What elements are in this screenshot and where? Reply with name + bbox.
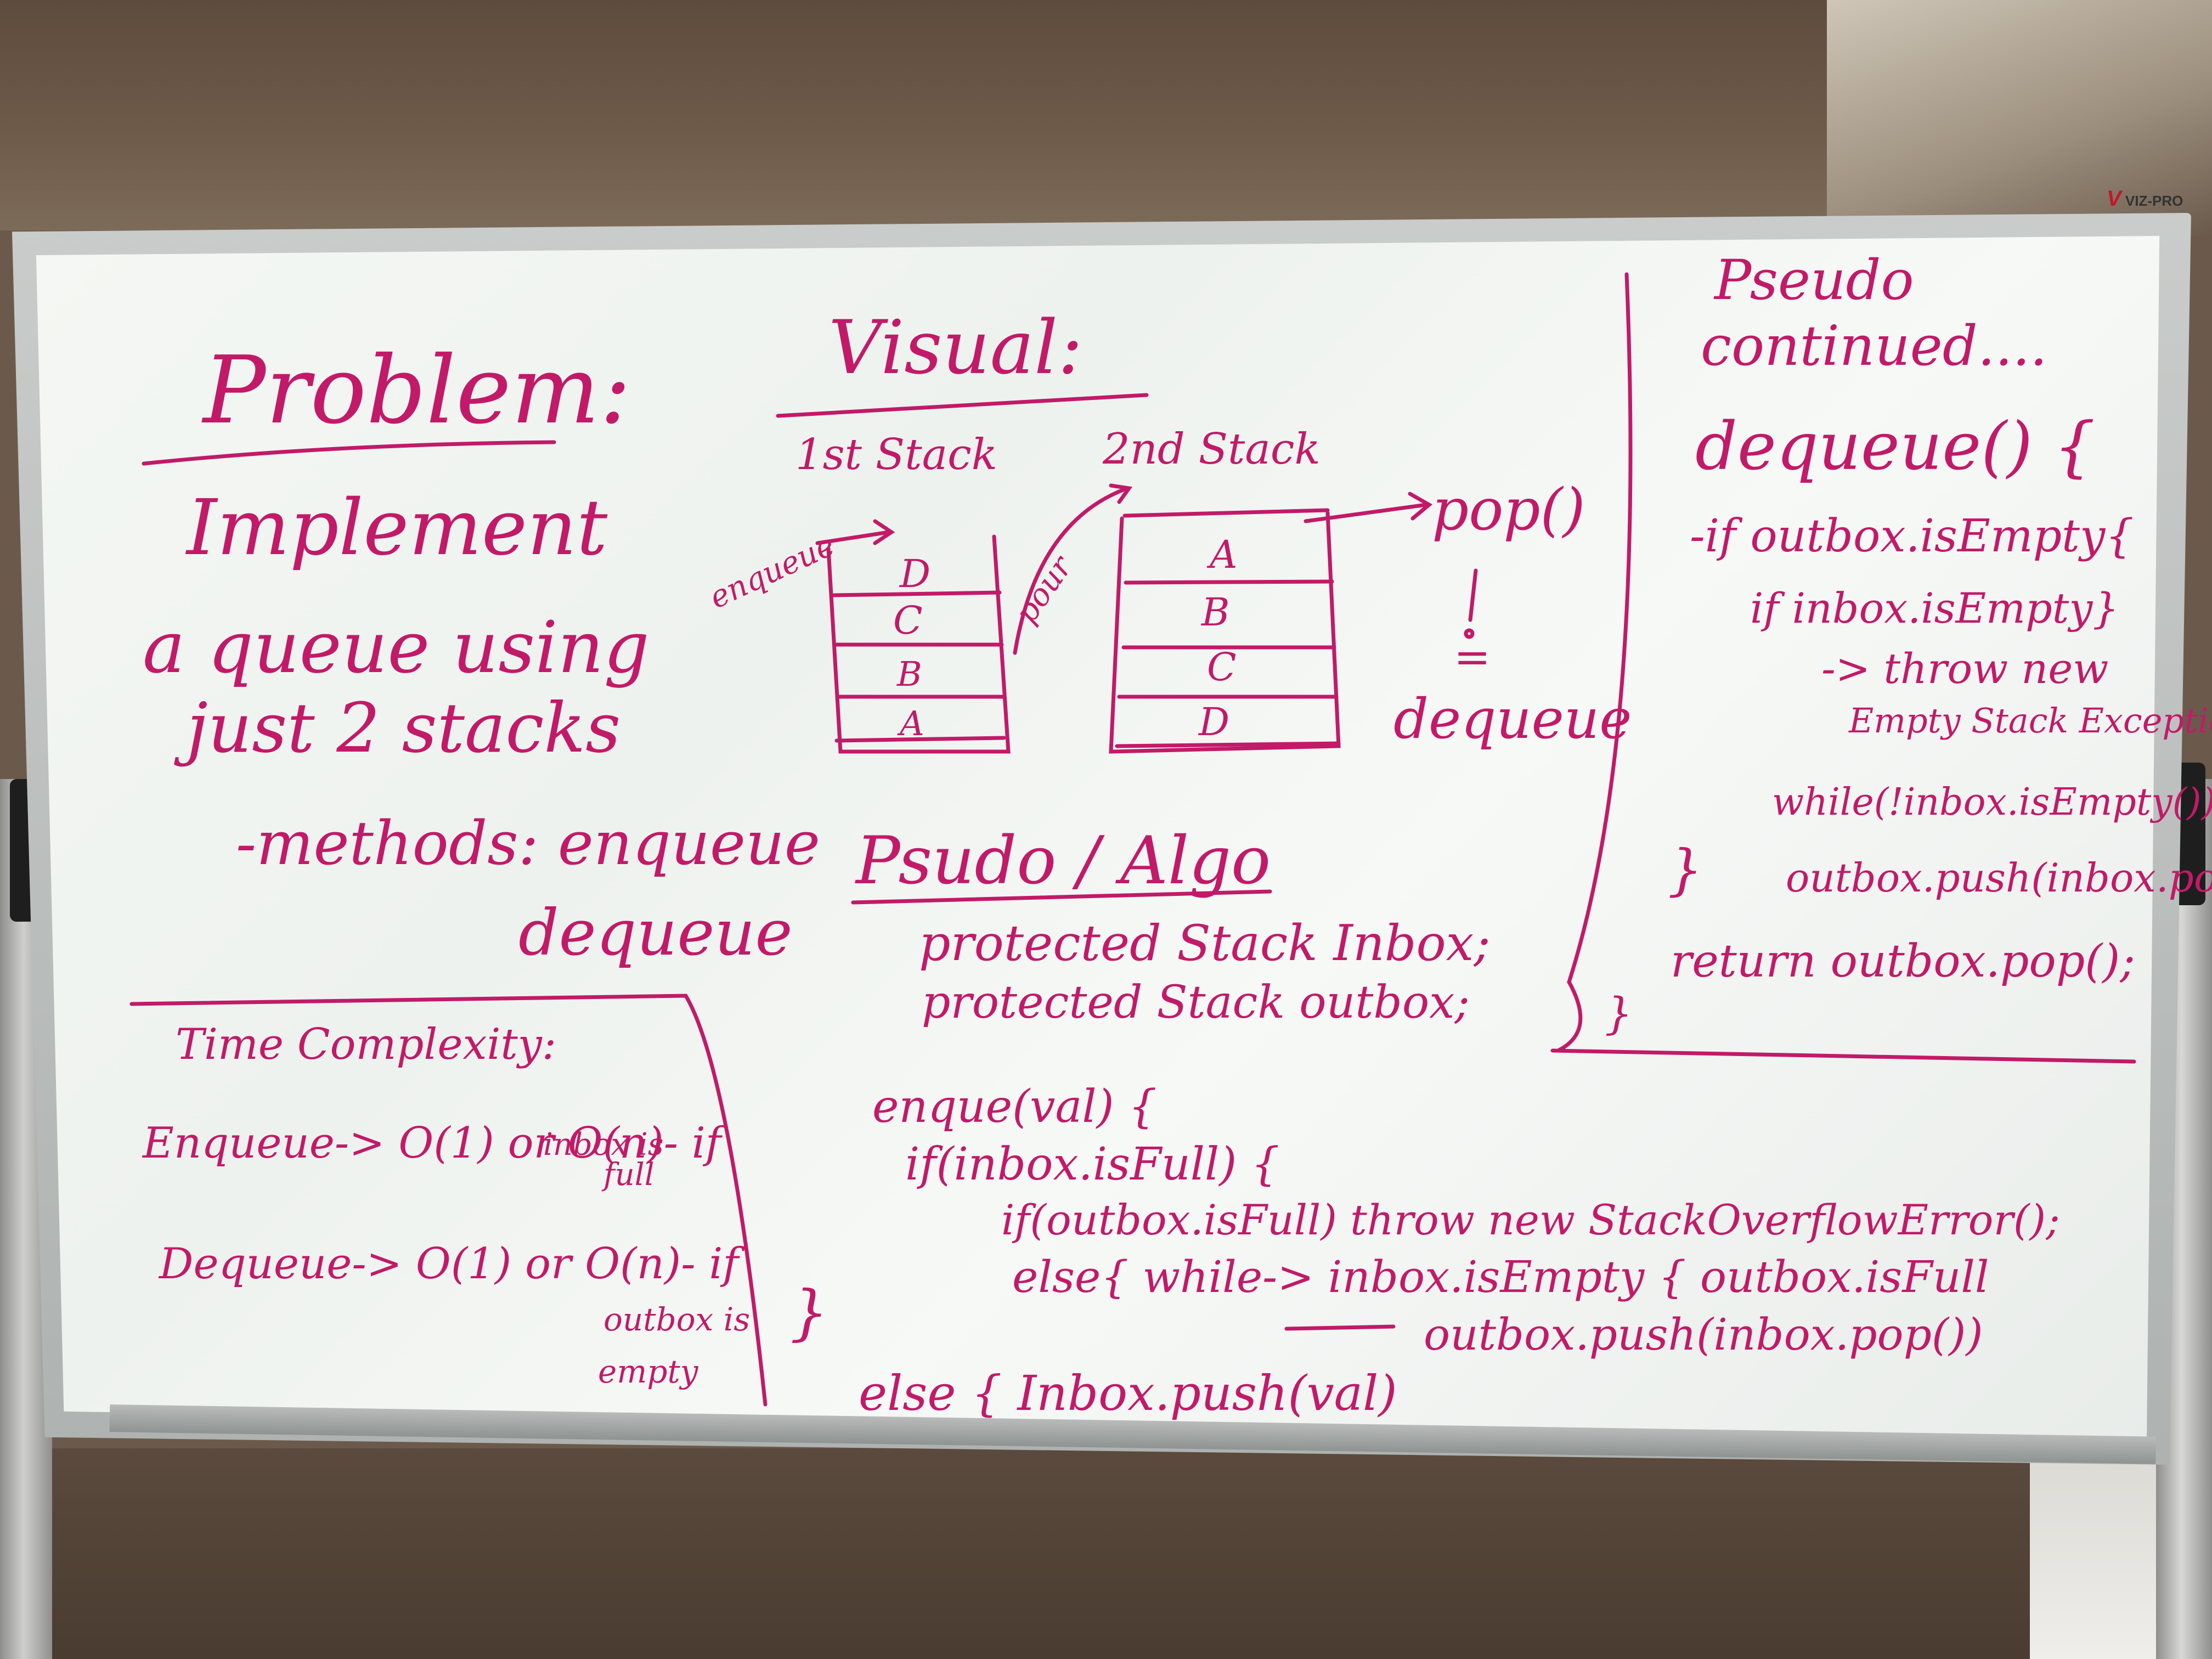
pseudo-continued-line-5: Empty Stack Exception [1848, 701, 2212, 741]
stack1-cell-2: C [893, 598, 923, 643]
pseudo-continued-line-4: -> throw new [1821, 644, 2108, 693]
pseudo-continued-line-8: outbox.push(inbox.pop) [1786, 855, 2212, 901]
stack1-label: 1st Stack [795, 430, 997, 479]
pseudo-line-2: protected Stack outbox; [922, 977, 1470, 1029]
whiteboard-surface [36, 236, 2160, 1443]
problem-underline [142, 440, 556, 466]
stack2-cell-4: D [1198, 699, 1229, 744]
time-complexity-enqueue-note-1: inbox is [543, 1127, 664, 1163]
stack2-cell-2: B [1200, 590, 1229, 635]
enqueue-arrow-label: enqueue [704, 527, 840, 616]
brand-name: VIZ-PRO [2125, 193, 2183, 209]
pour-arrow [1013, 483, 1133, 655]
pop-label: pop() [1432, 476, 1585, 543]
stack1-cell-3: B [896, 654, 922, 694]
problem-line-2: a queue using [143, 606, 650, 689]
pseudo-continued-line-1: dequeue() { [1695, 409, 2095, 485]
time-complexity-dequeue-note-2: empty [598, 1353, 699, 1390]
stack1-drawing [826, 534, 1011, 754]
visual-underline [776, 393, 1149, 418]
exclamation-dot [1464, 628, 1475, 639]
push-underline [1284, 1324, 1396, 1331]
pseudo-continued-line-9: return outbox.pop(); [1671, 935, 2135, 988]
problem-methods-second: dequeue [518, 896, 793, 970]
stack1-cell-4: A [897, 703, 924, 743]
time-complexity-dequeue-note-1: outbox is [603, 1301, 750, 1338]
pseudo-line-3: enque(val) { [872, 1081, 1157, 1133]
pseudo-continued-line-3: if inbox.isEmpty} [1750, 584, 2119, 633]
stack2-cell-1: A [1206, 532, 1238, 577]
problem-line-1: Implement [185, 483, 608, 573]
problem-title: Problem: [201, 336, 631, 445]
continued-bracket [1550, 272, 2136, 1064]
pseudo-line-4: if(inbox.isFull) { [905, 1138, 1279, 1190]
pseudo-line-1: protected Stack Inbox; [919, 915, 1491, 972]
enqueue-arrow [815, 519, 895, 545]
pseudo-line-5: if(outbox.isFull) throw new StackOverflo… [1001, 1195, 2060, 1244]
pseudo-title: Psudo / Algo [855, 823, 1271, 899]
visual-title: Visual: [828, 304, 1083, 391]
pseudo-line-9: else { Inbox.push(val) [859, 1365, 1397, 1421]
brand-logo-mark: V [2107, 187, 2121, 211]
time-complexity-box [129, 994, 768, 1407]
pseudo-line-7: outbox.push(inbox.pop()) [1424, 1309, 1983, 1360]
time-complexity-enqueue-note-2: full [601, 1157, 654, 1193]
problem-methods: -methods: enqueue [236, 808, 820, 878]
stack2-label: 2nd Stack [1102, 425, 1321, 474]
time-complexity-enqueue: Enqueue-> O(1) or O(n)- if [142, 1119, 728, 1168]
dequeue-label: dequeue [1393, 687, 1632, 751]
pseudo-continued-title-2: continued.... [1701, 314, 2047, 378]
pseudo-continued-line-7: } [1668, 838, 1703, 902]
pseudo-continued-title-1: Pseudo [1713, 248, 1914, 312]
pop-arrow [1304, 492, 1433, 523]
stack2-drawing [1109, 508, 1341, 754]
pour-arrow-label: pour [1008, 549, 1080, 630]
background-lower-wall [0, 1448, 2212, 1659]
pseudo-continued-line-2: -if outbox.isEmpty{ [1690, 510, 2134, 562]
pseudo-continued-line-10: } [1605, 988, 1633, 1039]
equals-label: = [1454, 631, 1491, 682]
time-complexity-title: Time Complexity: [176, 1020, 556, 1069]
background-ceiling [1827, 0, 2212, 236]
problem-line-3: just 2 stacks [174, 689, 620, 768]
time-complexity-dequeue: Dequeue-> O(1) or O(n)- if [158, 1239, 745, 1289]
pseudo-line-6: else{ while-> inbox.isEmpty { outbox.isF… [1012, 1251, 1989, 1302]
pseudo-underline [851, 889, 1272, 905]
brand-logo: V VIZ-PRO [2107, 187, 2183, 211]
stack1-cell-1: D [899, 551, 930, 596]
pseudo-continued-line-6: while(!inbox.isEmpty()) [1772, 781, 2212, 824]
pseudo-line-8: } [790, 1277, 828, 1347]
pop-equals-mark [1468, 568, 1478, 622]
stack2-cell-3: C [1207, 645, 1237, 690]
